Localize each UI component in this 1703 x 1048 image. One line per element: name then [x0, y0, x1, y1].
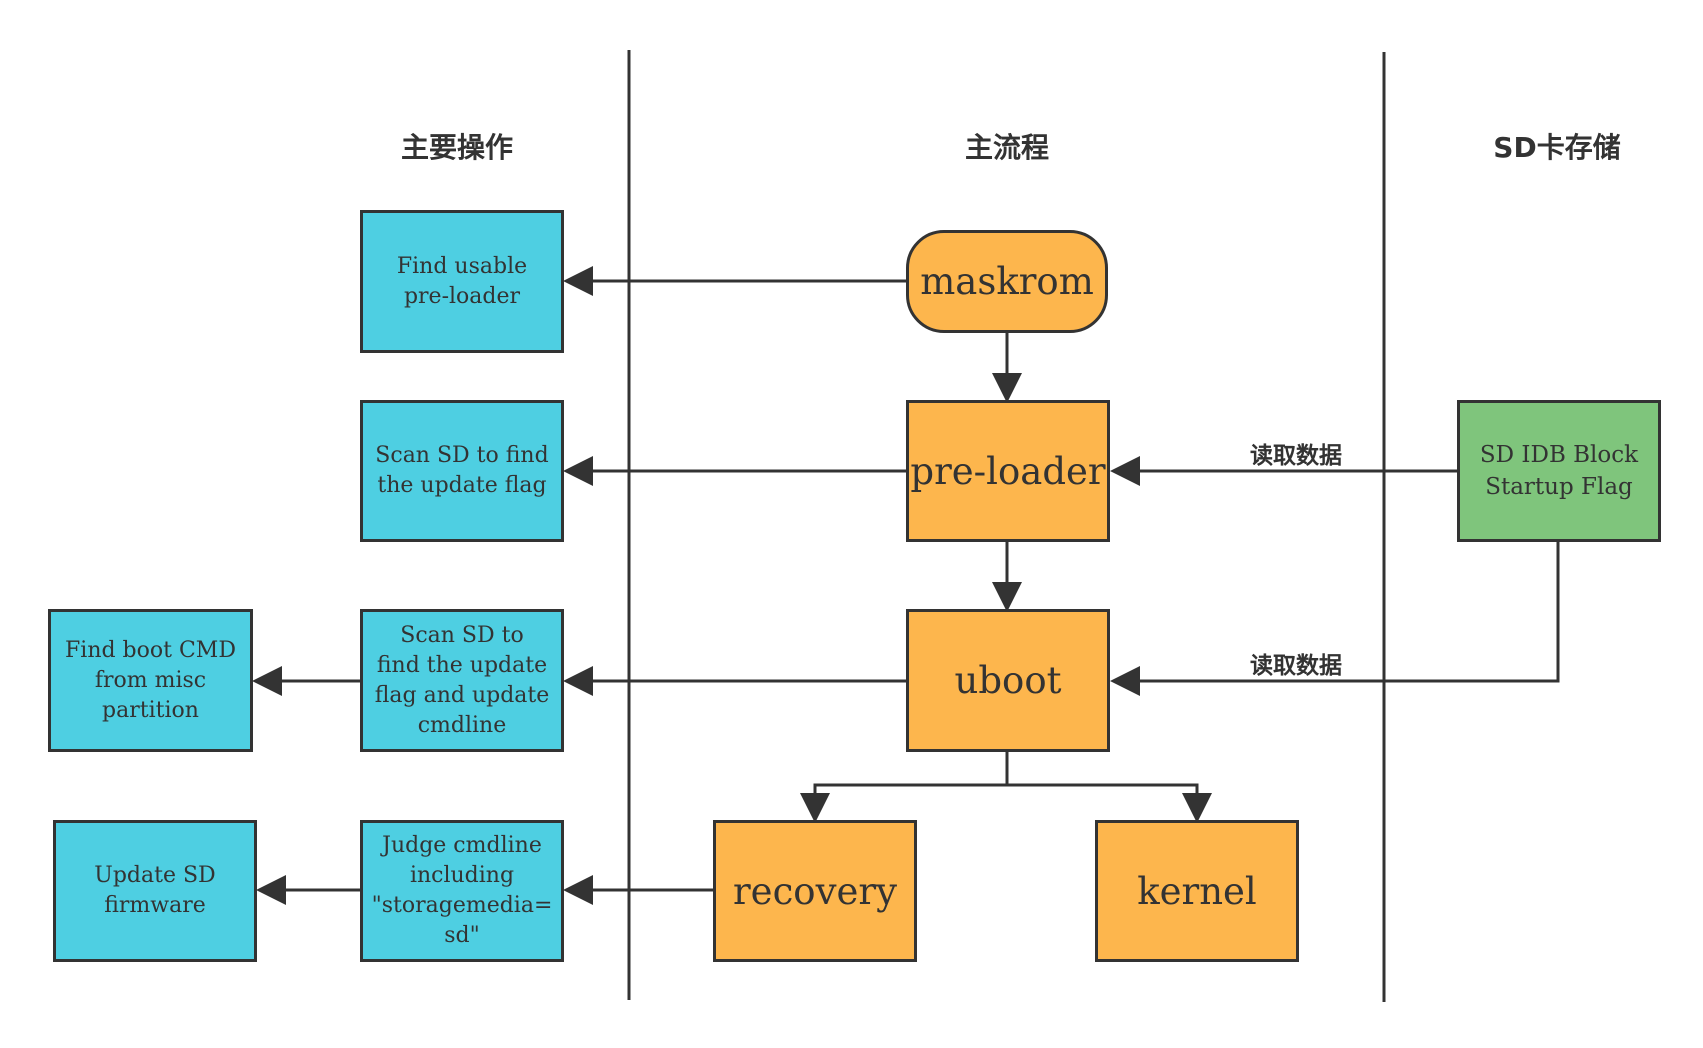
lane-title-sd-storage: SD卡存储 — [1493, 131, 1621, 164]
maskrom-node: maskrom — [906, 230, 1108, 333]
lane-title-main-operations: 主要操作 — [400, 131, 513, 164]
edge-uboot-to-recovery — [800, 752, 1009, 823]
lane-title-main-flow: 主流程 — [964, 131, 1049, 164]
sd-idb-node: SD IDB Block Startup Flag — [1457, 400, 1661, 542]
scan-flag-node: Scan SD to find the update flag — [360, 400, 564, 542]
edge-label-read-preloader: 读取数据 — [1250, 443, 1342, 469]
recovery-node: recovery — [713, 820, 917, 962]
find-boot-cmd-node: Find boot CMD from misc partition — [48, 609, 253, 752]
edge-label-read-uboot: 读取数据 — [1250, 653, 1342, 679]
judge-cmdline-node: Judge cmdline including "storagemedia= s… — [360, 820, 564, 962]
find-preloader-node: Find usable pre-loader — [360, 210, 564, 353]
kernel-node: kernel — [1095, 820, 1299, 962]
update-fw-node: Update SD firmware — [53, 820, 257, 962]
uboot-node: uboot — [906, 609, 1110, 752]
edge-sd-to-uboot — [1110, 542, 1560, 696]
scan-cmdline-node: Scan SD to find the update flag and upda… — [360, 609, 564, 752]
preloader-node: pre-loader — [906, 400, 1110, 542]
edge-uboot-to-kernel — [1007, 783, 1212, 823]
